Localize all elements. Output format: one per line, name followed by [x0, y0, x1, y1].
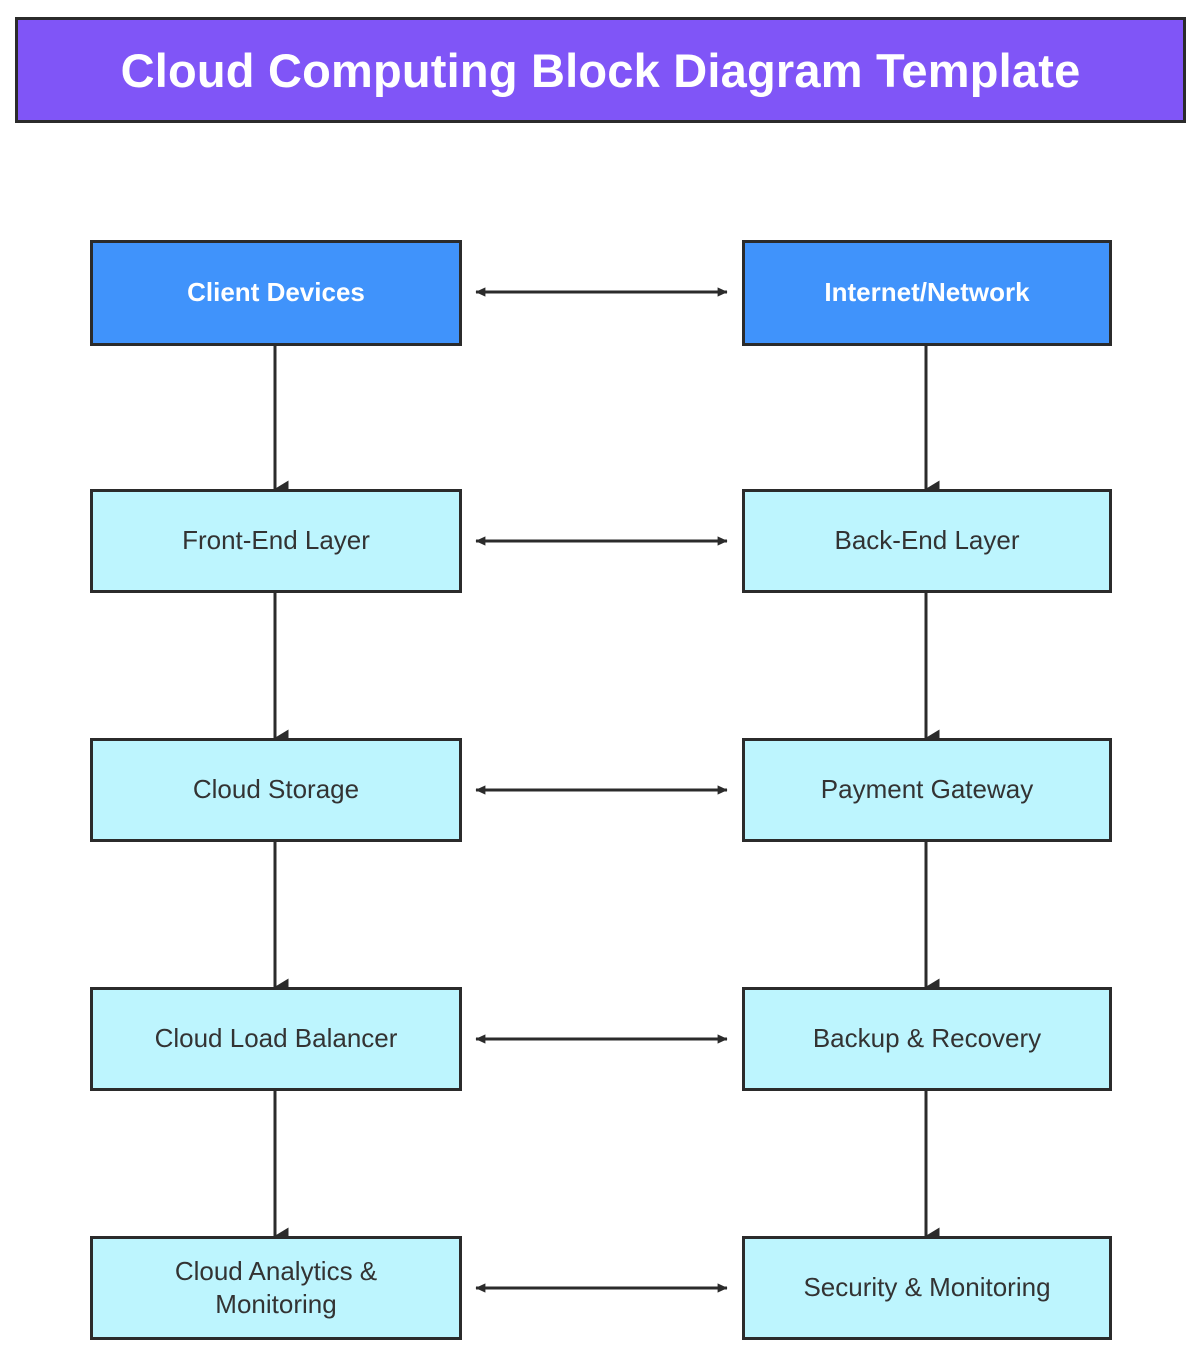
node-label: Cloud Storage — [192, 774, 360, 805]
node-label: Cloud Analytics & Monitoring — [167, 1255, 385, 1322]
node-label: Payment Gateway — [820, 774, 1034, 805]
node-cloud-analytics[interactable]: Cloud Analytics & Monitoring — [90, 1236, 462, 1340]
node-label: Client Devices — [187, 277, 365, 308]
node-internet-network[interactable]: Internet/Network — [742, 240, 1112, 346]
node-cloud-load-balancer[interactable]: Cloud Load Balancer — [90, 987, 462, 1091]
node-client-devices[interactable]: Client Devices — [90, 240, 462, 346]
page-title: Cloud Computing Block Diagram Template — [120, 43, 1081, 97]
node-back-end-layer[interactable]: Back-End Layer — [742, 489, 1112, 593]
node-label: Internet/Network — [824, 277, 1030, 308]
node-backup-recovery[interactable]: Backup & Recovery — [742, 987, 1112, 1091]
node-security-monitoring[interactable]: Security & Monitoring — [742, 1236, 1112, 1340]
node-label: Backup & Recovery — [812, 1023, 1042, 1054]
node-label: Back-End Layer — [834, 525, 1020, 556]
node-front-end-layer[interactable]: Front-End Layer — [90, 489, 462, 593]
page-title-banner: Cloud Computing Block Diagram Template — [15, 17, 1186, 123]
node-label-line-1: Cloud Analytics & — [174, 1255, 378, 1286]
node-label: Security & Monitoring — [803, 1272, 1051, 1303]
node-label-line-2: Monitoring — [215, 1289, 337, 1319]
node-label: Cloud Load Balancer — [154, 1023, 398, 1054]
node-cloud-storage[interactable]: Cloud Storage — [90, 738, 462, 842]
node-payment-gateway[interactable]: Payment Gateway — [742, 738, 1112, 842]
node-label: Front-End Layer — [182, 525, 370, 556]
